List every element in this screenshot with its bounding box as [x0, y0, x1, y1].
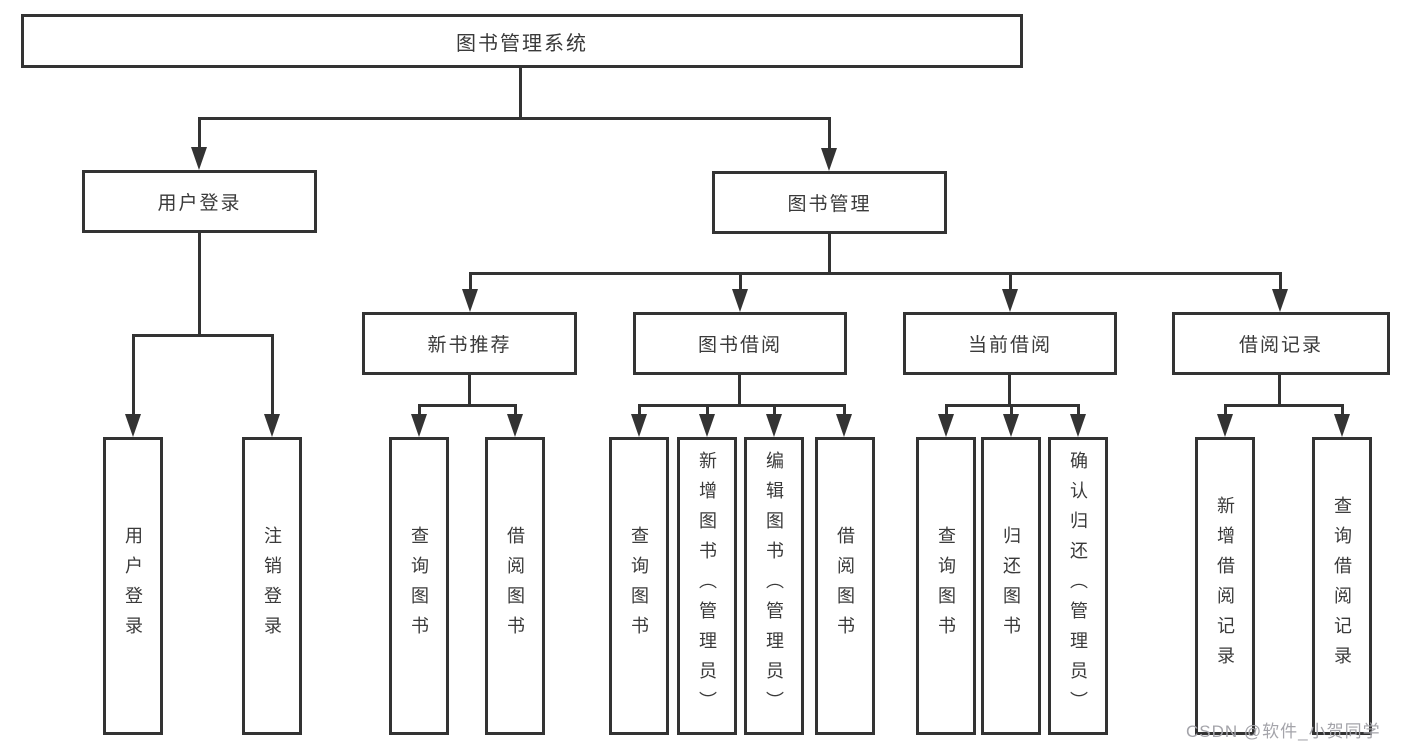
- leaf-borrow-borrow-book-label: 借阅图书: [835, 526, 855, 646]
- leaf-recommend-query-book-label: 查询图书: [409, 526, 429, 646]
- arrow-down-icon: [1217, 414, 1233, 437]
- connector-line: [706, 404, 709, 417]
- connector-line: [469, 272, 1282, 275]
- leaf-user-login-label: 用户登录: [123, 526, 143, 646]
- leaf-current-query-book-label: 查询图书: [936, 526, 956, 646]
- connector-line: [945, 404, 948, 417]
- arrow-down-icon: [631, 414, 647, 437]
- connector-line: [1224, 404, 1344, 407]
- leaf-borrow-query-book-label: 查询图书: [629, 526, 649, 646]
- leaf-recommend-borrow-book-label: 借阅图书: [505, 526, 525, 646]
- leaf-borrow-edit-book-admin-label: 编辑图书（管理员）: [764, 451, 784, 721]
- connector-line: [469, 272, 472, 292]
- arrow-down-icon: [699, 414, 715, 437]
- node-borrow-record-label: 借阅记录: [1238, 335, 1323, 356]
- node-book-borrow-label: 图书借阅: [697, 335, 782, 356]
- connector-line: [519, 68, 522, 119]
- arrow-down-icon: [1003, 414, 1019, 437]
- leaf-borrow-add-book-admin-label: 新增图书（管理员）: [697, 451, 717, 721]
- leaf-borrow-borrow-book: 借阅图书: [815, 437, 875, 735]
- arrow-down-icon: [836, 414, 852, 437]
- node-user-login-label: 用户登录: [157, 193, 242, 214]
- connector-line: [828, 117, 831, 151]
- arrow-down-icon: [821, 148, 837, 171]
- leaf-borrow-add-book-admin: 新增图书（管理员）: [677, 437, 737, 735]
- connector-line: [638, 404, 641, 417]
- leaf-user-login: 用户登录: [103, 437, 163, 735]
- connector-line: [1009, 272, 1012, 292]
- connector-line: [418, 404, 421, 417]
- connector-line: [1224, 404, 1227, 417]
- connector-line: [132, 334, 273, 337]
- leaf-record-query: 查询借阅记录: [1312, 437, 1372, 735]
- arrow-down-icon: [1002, 289, 1018, 312]
- node-current-borrow: 当前借阅: [903, 312, 1117, 375]
- arrow-down-icon: [1272, 289, 1288, 312]
- arrow-down-icon: [264, 414, 280, 437]
- leaf-current-confirm-return-admin: 确认归还（管理员）: [1048, 437, 1108, 735]
- node-new-book-recommend-label: 新书推荐: [427, 335, 512, 356]
- leaf-logout: 注销登录: [242, 437, 302, 735]
- leaf-recommend-query-book: 查询图书: [389, 437, 449, 735]
- node-current-borrow-label: 当前借阅: [967, 335, 1052, 356]
- node-book-management: 图书管理: [712, 171, 947, 234]
- node-book-borrow: 图书借阅: [633, 312, 847, 375]
- leaf-current-query-book: 查询图书: [916, 437, 976, 735]
- node-root: 图书管理系统: [21, 14, 1023, 68]
- node-borrow-record: 借阅记录: [1172, 312, 1390, 375]
- connector-line: [773, 404, 776, 417]
- node-new-book-recommend: 新书推荐: [362, 312, 577, 375]
- connector-line: [1008, 375, 1011, 407]
- leaf-recommend-borrow-book: 借阅图书: [485, 437, 545, 735]
- arrow-down-icon: [191, 147, 207, 170]
- connector-line: [843, 404, 846, 417]
- leaf-borrow-query-book: 查询图书: [609, 437, 669, 735]
- connector-line: [638, 404, 846, 407]
- node-user-login: 用户登录: [82, 170, 317, 233]
- leaf-record-query-label: 查询借阅记录: [1332, 496, 1352, 676]
- connector-line: [828, 234, 831, 275]
- connector-line: [1077, 404, 1080, 417]
- connector-line: [198, 117, 201, 151]
- connector-line: [514, 404, 517, 417]
- connector-line: [1278, 375, 1281, 407]
- csdn-watermark: CSDN @软件_小贺同学: [1186, 722, 1381, 741]
- connector-line: [1010, 404, 1013, 417]
- leaf-logout-label: 注销登录: [262, 526, 282, 646]
- arrow-down-icon: [462, 289, 478, 312]
- connector-line: [132, 334, 135, 418]
- arrow-down-icon: [1070, 414, 1086, 437]
- leaf-record-add: 新增借阅记录: [1195, 437, 1255, 735]
- leaf-current-return-book-label: 归还图书: [1001, 526, 1021, 646]
- connector-line: [271, 334, 274, 418]
- arrow-down-icon: [125, 414, 141, 437]
- leaf-record-add-label: 新增借阅记录: [1215, 496, 1235, 676]
- connector-line: [468, 375, 471, 407]
- leaf-current-return-book: 归还图书: [981, 437, 1041, 735]
- arrow-down-icon: [1334, 414, 1350, 437]
- arrow-down-icon: [766, 414, 782, 437]
- leaf-current-confirm-return-admin-label: 确认归还（管理员）: [1068, 451, 1088, 721]
- arrow-down-icon: [507, 414, 523, 437]
- arrow-down-icon: [938, 414, 954, 437]
- connector-line: [739, 272, 742, 292]
- connector-line: [198, 233, 201, 337]
- connector-line: [198, 117, 831, 120]
- arrow-down-icon: [411, 414, 427, 437]
- connector-line: [418, 404, 517, 407]
- node-book-management-label: 图书管理: [787, 194, 872, 215]
- leaf-borrow-edit-book-admin: 编辑图书（管理员）: [744, 437, 804, 735]
- connector-line: [1279, 272, 1282, 292]
- node-root-label: 图书管理系统: [456, 32, 588, 55]
- connector-line: [1341, 404, 1344, 417]
- arrow-down-icon: [732, 289, 748, 312]
- connector-line: [738, 375, 741, 407]
